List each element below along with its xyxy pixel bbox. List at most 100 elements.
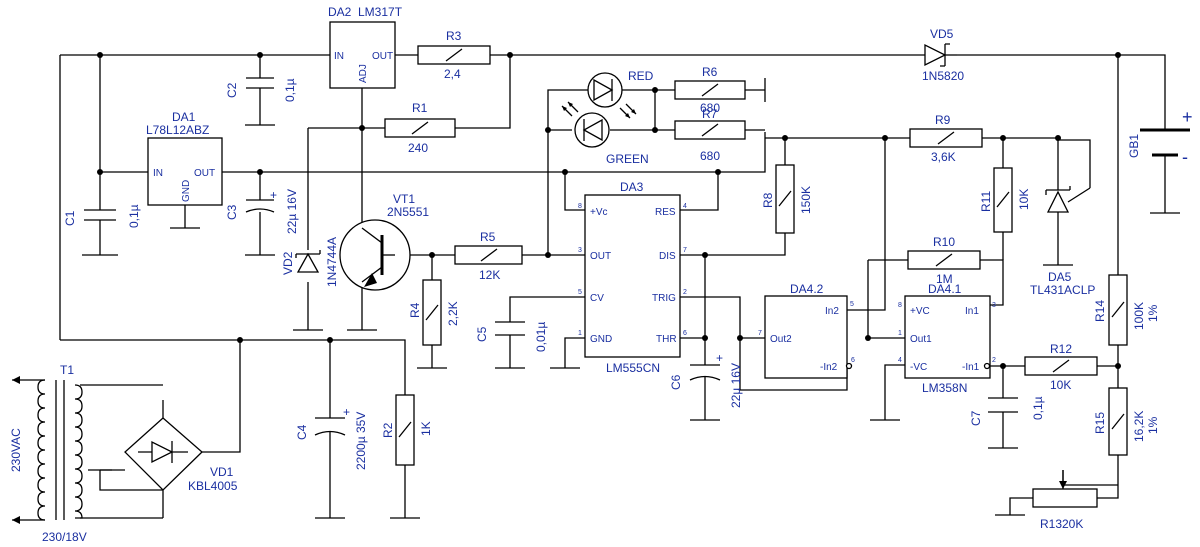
- c5-ref: C5: [475, 326, 489, 342]
- da3-pin-cv: CV: [590, 293, 604, 304]
- da3-pin-dis: DIS: [659, 251, 676, 262]
- da41-num-inm: 2: [992, 357, 996, 364]
- t1-primary: 230VAC: [9, 428, 23, 472]
- da3-pin-vcc: +Vc: [590, 207, 608, 218]
- vd2-part: 1N4744A: [325, 237, 339, 287]
- vd5-diode: VD5 1N5820: [922, 27, 964, 83]
- vd2-ref: VD2: [281, 251, 295, 275]
- da1-ref: DA1: [172, 110, 196, 124]
- r9-value: 3,6K: [931, 150, 956, 164]
- r1-value: 240: [408, 141, 428, 155]
- r9-ref: R9: [935, 113, 951, 127]
- r11-resistor: R11 10K: [979, 167, 1031, 233]
- led-green: GREEN: [561, 101, 649, 166]
- r1-resistor: R1 240: [384, 101, 456, 155]
- r12-value: 10K: [1050, 378, 1071, 392]
- da41-opamp: DA4.1 LM358N +VC Out1 -VC In1 -In1 8 1 4…: [898, 282, 996, 395]
- r7-ref: R7: [702, 107, 718, 121]
- c3-value: 22µ 16V: [285, 189, 299, 234]
- da2-pin-in: IN: [334, 51, 344, 62]
- c1-capacitor: C1 0,1µ: [63, 204, 141, 228]
- da3-num-cv: 5: [578, 289, 582, 296]
- da41-pin-out: Out1: [910, 334, 932, 345]
- r3-value: 2,4: [444, 67, 461, 81]
- t1-ref: T1: [60, 363, 74, 377]
- da42-num-out: 7: [758, 330, 762, 337]
- da5-part: TL431ACLP: [1030, 283, 1095, 297]
- r5-resistor: R5 12K: [454, 230, 523, 282]
- c3-plus: +: [270, 188, 277, 202]
- da41-num-out: 1: [898, 330, 902, 337]
- da42-pin-inp: In2: [825, 306, 839, 317]
- r7-value: 680: [700, 149, 720, 163]
- vt1-ref: VT1: [393, 192, 415, 206]
- da3-pin-thr: THR: [656, 334, 677, 345]
- da41-pin-vee: -VC: [910, 362, 927, 373]
- da2-regulator: DA2 LM317T IN OUT ADJ: [328, 5, 403, 89]
- da3-pin-trig: TRIG: [652, 293, 676, 304]
- da1-pin-in: IN: [153, 168, 163, 179]
- gb1-plus: +: [1182, 107, 1193, 127]
- r10-resistor: R10 1M: [907, 235, 981, 286]
- da41-part: LM358N: [922, 381, 967, 395]
- junctions: [97, 52, 1121, 369]
- led-red-label: RED: [628, 69, 654, 83]
- da41-num-vee: 4: [898, 357, 902, 364]
- r13-value: 20K: [1062, 517, 1083, 531]
- r7-resistor: R7 680: [674, 107, 746, 163]
- r15-tol: 1%: [1146, 416, 1160, 434]
- r6-resistor: R6 680: [674, 65, 746, 115]
- da3-timer: DA3 LM555CN +Vc OUT CV GND RES DIS TRIG …: [578, 180, 687, 375]
- r2-value: 1K: [419, 421, 433, 436]
- r4-resistor: R4 2,2K: [408, 279, 460, 346]
- gb1-minus: -: [1182, 147, 1188, 167]
- r11-ref: R11: [979, 191, 993, 212]
- da2-pin-adj: ADJ: [358, 64, 369, 83]
- c6-plus: +: [716, 351, 723, 365]
- da3-num-res: 4: [683, 203, 687, 210]
- da41-pin-inp: In1: [965, 306, 979, 317]
- c6-value: 22µ 16V: [729, 363, 743, 408]
- c6-capacitor: + C6 22µ 16V: [669, 351, 743, 408]
- r14-value: 100K: [1132, 302, 1146, 330]
- c6-ref: C6: [669, 374, 683, 390]
- c2-capacitor: C2 0,1µ: [225, 77, 297, 102]
- da3-num-thr: 6: [683, 330, 687, 337]
- r8-resistor: R8 150K: [761, 164, 813, 234]
- r11-value: 10K: [1017, 189, 1031, 210]
- wires: [59, 54, 1180, 519]
- da2-ref: DA2: [328, 5, 352, 19]
- vd5-part: 1N5820: [922, 69, 964, 83]
- r4-ref: R4: [408, 302, 422, 318]
- da3-part: LM555CN: [606, 361, 660, 375]
- r3-resistor: R3 2,4: [417, 29, 491, 81]
- c4-plus: +: [343, 405, 350, 419]
- r10-value: 1M: [936, 272, 953, 286]
- c7-ref: C7: [969, 410, 983, 426]
- r5-ref: R5: [480, 230, 496, 244]
- vd5-ref: VD5: [930, 27, 954, 41]
- da3-num-gnd: 1: [578, 330, 582, 337]
- r1-ref: R1: [412, 101, 428, 115]
- da41-num-inp: 3: [992, 302, 996, 309]
- da42-num-inp: 5: [850, 301, 854, 308]
- da3-num-trig: 2: [683, 289, 687, 296]
- da41-ref: DA4.1: [928, 282, 962, 296]
- r13-potentiometer: R13 20K: [1032, 470, 1098, 531]
- da3-ref: DA3: [620, 180, 644, 194]
- r12-resistor: R12 10K: [1024, 342, 1098, 392]
- da2-part: LM317T: [358, 5, 403, 19]
- r9-resistor: R9 3,6K: [909, 113, 983, 164]
- c4-value: 2200µ 35V: [354, 412, 368, 470]
- c4-ref: C4: [295, 424, 309, 440]
- r15-value: 16,2K: [1132, 411, 1146, 442]
- da42-pin-out: Out2: [770, 334, 792, 345]
- c3-capacitor: + C3 22µ 16V: [225, 188, 299, 234]
- da3-pin-res: RES: [655, 207, 676, 218]
- da5-shunt-regulator: DA5 TL431ACLP: [1030, 155, 1095, 297]
- r6-value: 680: [700, 101, 720, 115]
- c5-capacitor: C5 0,01µ: [475, 321, 548, 352]
- r12-ref: R12: [1050, 342, 1072, 356]
- da1-part: L78L12ABZ: [146, 123, 209, 137]
